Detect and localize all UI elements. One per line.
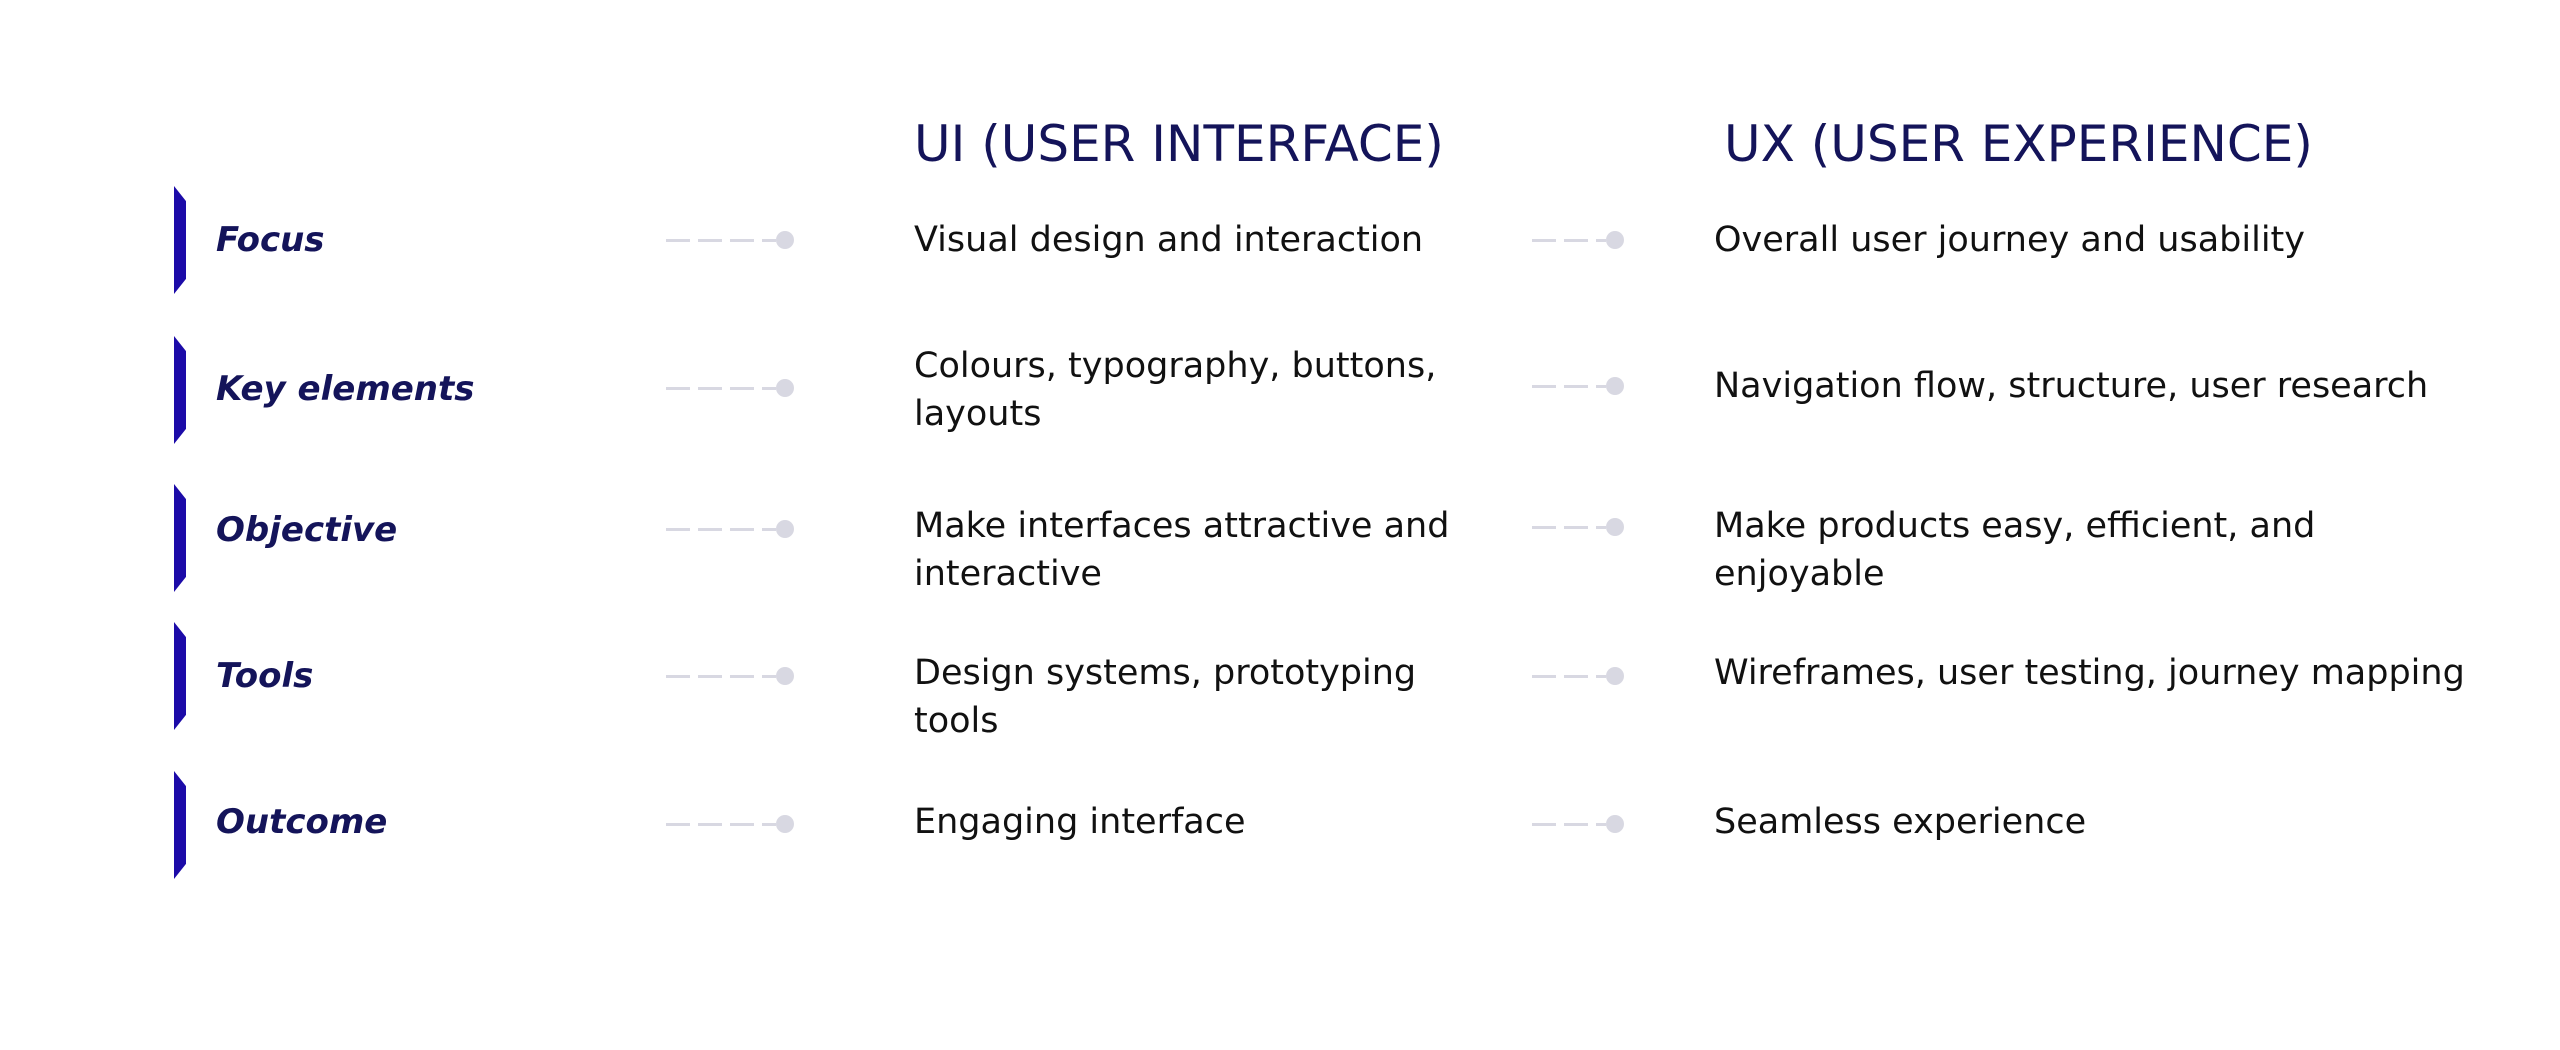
comparison-row-outcome: Outcome Engaging interface Seamless expe… — [0, 771, 2560, 879]
comparison-row-key-elements: Key elements Colours, typography, button… — [0, 336, 2560, 444]
row-label: Key elements — [216, 369, 475, 409]
connector-icon — [1532, 814, 1624, 834]
connector-icon — [666, 378, 794, 398]
ux-cell-text: Make products easy, efficient, and enjoy… — [1714, 506, 2316, 594]
connector-icon — [1532, 230, 1624, 250]
ux-cell-text: Overall user journey and usability — [1714, 220, 2305, 260]
ux-cell-text: Seamless experience — [1714, 802, 2087, 842]
connector-icon — [666, 666, 794, 686]
connector-icon — [1532, 517, 1624, 537]
row-label: Outcome — [216, 802, 388, 842]
row-accent-bar — [174, 622, 186, 730]
row-label: Objective — [216, 510, 398, 550]
comparison-row-objective: Objective Make interfaces attractive and… — [0, 484, 2560, 594]
ui-cell-text: Engaging interface — [914, 802, 1246, 842]
connector-icon — [1532, 376, 1624, 396]
ui-cell-text: Visual design and interaction — [914, 220, 1424, 260]
ui-cell-text: Design systems, prototyping tools — [914, 653, 1417, 741]
row-accent-bar — [174, 771, 186, 879]
ux-cell-text: Navigation flow, structure, user researc… — [1714, 366, 2429, 406]
connector-icon — [666, 230, 794, 250]
comparison-row-tools: Tools Design systems, prototyping tools … — [0, 622, 2560, 741]
row-accent-bar — [174, 336, 186, 444]
connector-icon — [666, 814, 794, 834]
row-label: Tools — [216, 656, 314, 696]
ux-cell-text: Wireframes, user testing, journey mappin… — [1714, 653, 2465, 693]
row-label: Focus — [216, 220, 325, 260]
row-accent-bar — [174, 484, 186, 592]
connector-icon — [1532, 666, 1624, 686]
row-accent-bar — [174, 186, 186, 294]
ux-column-header: UX (USER EXPERIENCE) — [1724, 115, 2313, 173]
ui-cell-text: Make interfaces attractive and interacti… — [914, 506, 1450, 594]
comparison-row-focus: Focus Visual design and interaction Over… — [0, 186, 2560, 294]
connector-icon — [666, 519, 794, 539]
ui-column-header: UI (USER INTERFACE) — [914, 115, 1444, 173]
ui-cell-text: Colours, typography, buttons, layouts — [914, 346, 1437, 434]
